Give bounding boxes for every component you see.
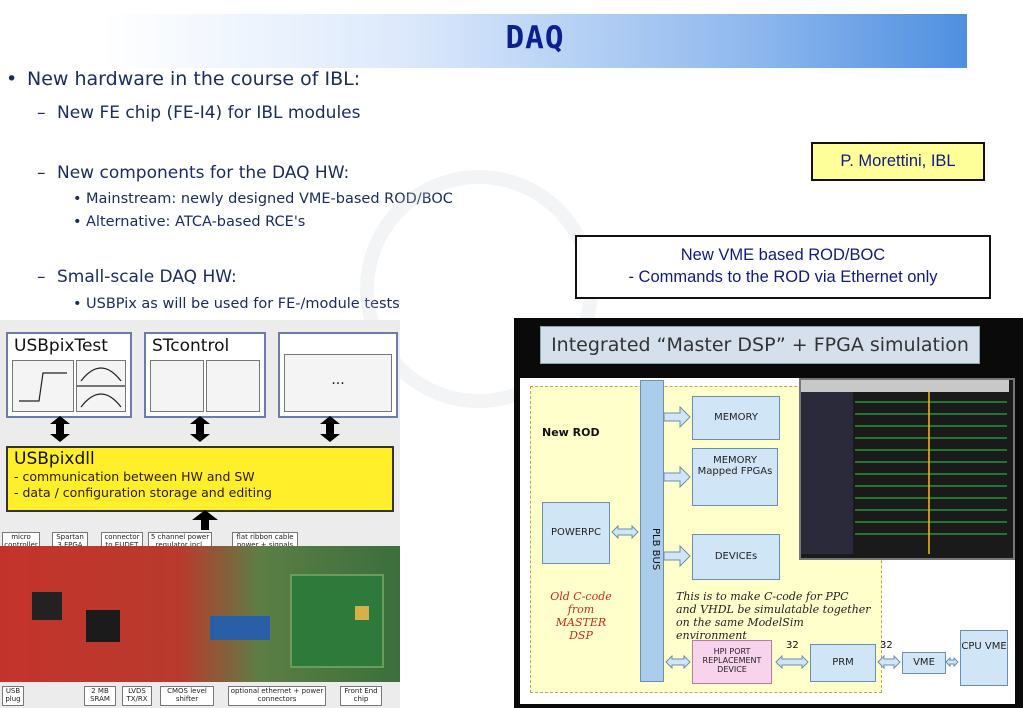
chip [32,592,62,620]
chip [86,610,120,642]
fe-chip [355,606,369,620]
devices-block: DEVICEs [692,534,780,580]
ribbon-cable [210,616,270,640]
rod-figure-header: Integrated “Master DSP” + FPGA simulatio… [540,326,980,364]
bullet-marker: • [6,68,18,90]
simulation-note: This is to make C-code for PPC and VHDL … [676,590,871,642]
label-sram: 2 MB SRAM [84,686,116,706]
old-code-label: Old C-code from MASTER DSP [550,590,612,642]
dll-line2: - data / configuration storage and editi… [14,485,272,500]
rod-note-box: New VME based ROD/BOC - Commands to the … [575,235,991,299]
dash-marker: – [37,267,46,287]
powerpc-block: POWERPC [542,502,610,564]
label-lvds: LVDS TX/RX [122,686,152,706]
dash-marker: – [37,163,46,183]
usbpixdll-box: USBpixdll - communication between HW and… [6,446,394,512]
bus-width-label: 32 [786,640,799,651]
label-ethernet: optional ethernet + power connectors [228,686,326,706]
window-title: STcontrol [152,336,230,356]
panel [206,360,260,412]
diagram-arrows [611,405,959,670]
step-curve-icon [19,372,67,402]
stcontrol-window: STcontrol [144,332,266,418]
window-title: USBpixTest [14,336,108,356]
label-level-shifter: CMOS level shifter [160,686,214,706]
fe-chip-board [290,574,384,668]
bullet-mainstream: Mainstream: newly designed VME-based ROD… [86,191,453,207]
memory-mapped-block: MEMORY Mapped FPGAs [692,448,778,506]
bullet-dot: • [73,296,82,312]
plot-panel [76,386,126,412]
usbpixtest-window: USBpixTest [6,332,132,418]
dash-marker: – [37,103,46,123]
bus-width-label: 32 [880,640,893,651]
panel [150,360,204,412]
bullet-dot: • [73,214,82,230]
plot-panel [76,360,126,386]
author-box: P. Morettini, IBL [811,142,985,181]
bullet-dot: • [73,191,82,207]
rod-note-line1: New VME based ROD/BOC [680,246,886,264]
up-arrow [192,510,218,530]
hpi-port-block: HPI PORT REPLACEMENT DEVICE [692,640,772,684]
peak-curve-icon [80,367,122,382]
rod-figure: Integrated “Master DSP” + FPGA simulatio… [514,318,1023,708]
prm-block: PRM [810,644,876,682]
label-fe-chip: Front End chip [340,686,382,706]
bullet-usbpix: USBPix as will be used for FE-/module te… [86,296,400,312]
bullet-small-scale: Small-scale DAQ HW: [57,267,237,287]
plot-panel [12,360,74,412]
bullet-new-hardware: New hardware in the course of IBL: [27,68,361,90]
rod-note-line2: - Commands to the ROD via Ethernet only [628,268,938,286]
slide-title: DAQ [505,20,565,56]
plb-bus [640,380,664,682]
other-window: ... [278,332,398,418]
usbpix-figure: USBpixTest STcontrol ... USBpixdll - com… [0,320,400,708]
vme-block: VME [902,652,946,674]
bullet-fe-chip: New FE chip (FE-I4) for IBL modules [57,103,361,123]
double-arrows [50,416,340,442]
peak-curve-icon [80,393,122,408]
ellipsis: ... [284,354,392,412]
label-usb-plug: USB plug [2,686,24,706]
dll-line1: - communication between HW and SW [14,469,255,484]
bullet-alternative: Alternative: ATCA-based RCE's [86,214,306,230]
plb-bus-label: PLB BUS [650,528,661,571]
dll-title: USBpixdll [14,449,95,469]
usbpix-board-photo [0,546,400,682]
new-rod-label: New ROD [542,426,600,439]
bullet-daq-components: New components for the DAQ HW: [57,163,350,183]
rod-diagram: New ROD PLB BUS MEMORY MEMORY Mapped FPG… [520,378,1015,704]
cpu-vme-block: CPU VME [960,630,1008,686]
waveform-traces [801,380,1009,554]
title-bar [103,14,967,68]
waveform-screenshot [799,378,1015,560]
memory-block: MEMORY [692,396,780,440]
